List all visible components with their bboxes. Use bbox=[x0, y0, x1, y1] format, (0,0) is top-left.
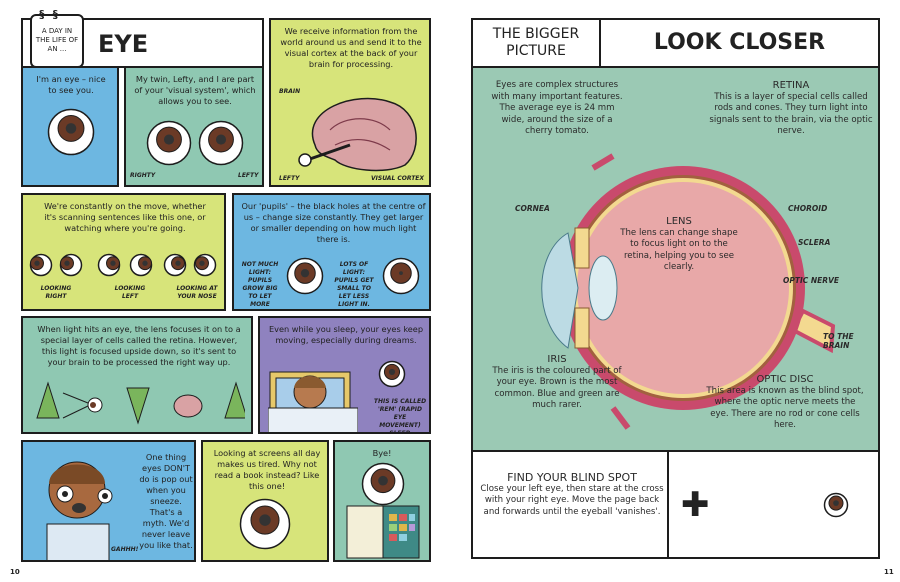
page-number-left: 10 bbox=[10, 568, 20, 576]
light-path-illustration bbox=[36, 381, 245, 425]
binder-rings-icon: §§ bbox=[39, 8, 66, 21]
eyeball-looking-left bbox=[129, 253, 153, 281]
iris-callout: IRIS The iris is the coloured part of yo… bbox=[492, 354, 622, 410]
sleeping-child-illustration bbox=[268, 371, 358, 432]
eye-cross-section-diagram bbox=[541, 153, 836, 430]
page-title: LOOK CLOSER bbox=[653, 30, 826, 55]
label-cornea: CORNEA bbox=[515, 204, 550, 213]
lens-callout: LENS The lens can change shape to focus … bbox=[620, 216, 738, 272]
divider bbox=[667, 452, 669, 557]
divider bbox=[599, 20, 601, 66]
retina-callout: RETINA This is a layer of special cells … bbox=[709, 80, 873, 136]
page-title: EYE bbox=[98, 30, 149, 58]
blind-spot-eyeball bbox=[823, 492, 849, 522]
eyeball-righty bbox=[146, 120, 192, 170]
blind-spot-instructions: FIND YOUR BLIND SPOT Close your left eye… bbox=[480, 471, 664, 517]
boy-illustration bbox=[46, 461, 113, 560]
section-kicker: THE BIGGER PICTURE bbox=[492, 26, 580, 59]
eyeball-small-pupil bbox=[382, 257, 420, 299]
waving-eyeball-character bbox=[361, 462, 405, 510]
label-to-brain: TO THE BRAIN bbox=[823, 332, 854, 350]
eyeball-large-pupil bbox=[286, 257, 324, 299]
eyeball-looking-right bbox=[29, 253, 53, 281]
label-sclera: SCLERA bbox=[798, 238, 831, 247]
page-number-right: 11 bbox=[884, 568, 894, 576]
panel-movement: We're constantly on the move, whether it… bbox=[21, 193, 226, 311]
eyeball-looking-right bbox=[59, 253, 83, 281]
cross-icon: ✚ bbox=[681, 485, 710, 525]
eyeball-looking-left bbox=[97, 253, 121, 281]
book-illustration bbox=[346, 505, 420, 559]
eyeball-character bbox=[47, 108, 95, 160]
panel-sleep: Even while you sleep, your eyes keep mov… bbox=[258, 316, 431, 434]
panel-bye: Bye! bbox=[333, 440, 431, 562]
panel-twins: My twin, Lefty, and I are part of your '… bbox=[124, 66, 264, 187]
eye-diagram-panel: Eyes are complex structures with many im… bbox=[471, 66, 880, 452]
panel-screens: Looking at screens all day makes us tire… bbox=[201, 440, 329, 562]
panel-lens: When light hits an eye, the lens focuses… bbox=[21, 316, 253, 434]
eyeball-lefty bbox=[198, 120, 244, 170]
label-optic-nerve: OPTIC NERVE bbox=[783, 276, 839, 285]
eyeball-looking-nose bbox=[193, 253, 217, 281]
brain-illustration bbox=[298, 97, 417, 172]
eyeball-looking-nose bbox=[163, 253, 187, 281]
optic-disc-callout: OPTIC DISC This area is known as the bli… bbox=[706, 374, 864, 430]
panel-intro: I'm an eye – nice to see you. bbox=[21, 66, 119, 187]
label-choroid: CHOROID bbox=[788, 204, 828, 213]
panel-pupils: Our 'pupils' – the black holes at the ce… bbox=[232, 193, 431, 311]
panel-brain: We receive information from the world ar… bbox=[269, 18, 431, 187]
dream-eyeball bbox=[378, 360, 406, 392]
header-box: THE BIGGER PICTURE LOOK CLOSER bbox=[471, 18, 880, 68]
day-in-life-badge: A DAY IN THE LIFE OF AN ... bbox=[30, 14, 84, 68]
panel-sneeze: One thing eyes DON'T do is pop out when … bbox=[21, 440, 196, 562]
tired-eyeball-character bbox=[239, 498, 291, 554]
blind-spot-box: FIND YOUR BLIND SPOT Close your left eye… bbox=[471, 450, 880, 559]
